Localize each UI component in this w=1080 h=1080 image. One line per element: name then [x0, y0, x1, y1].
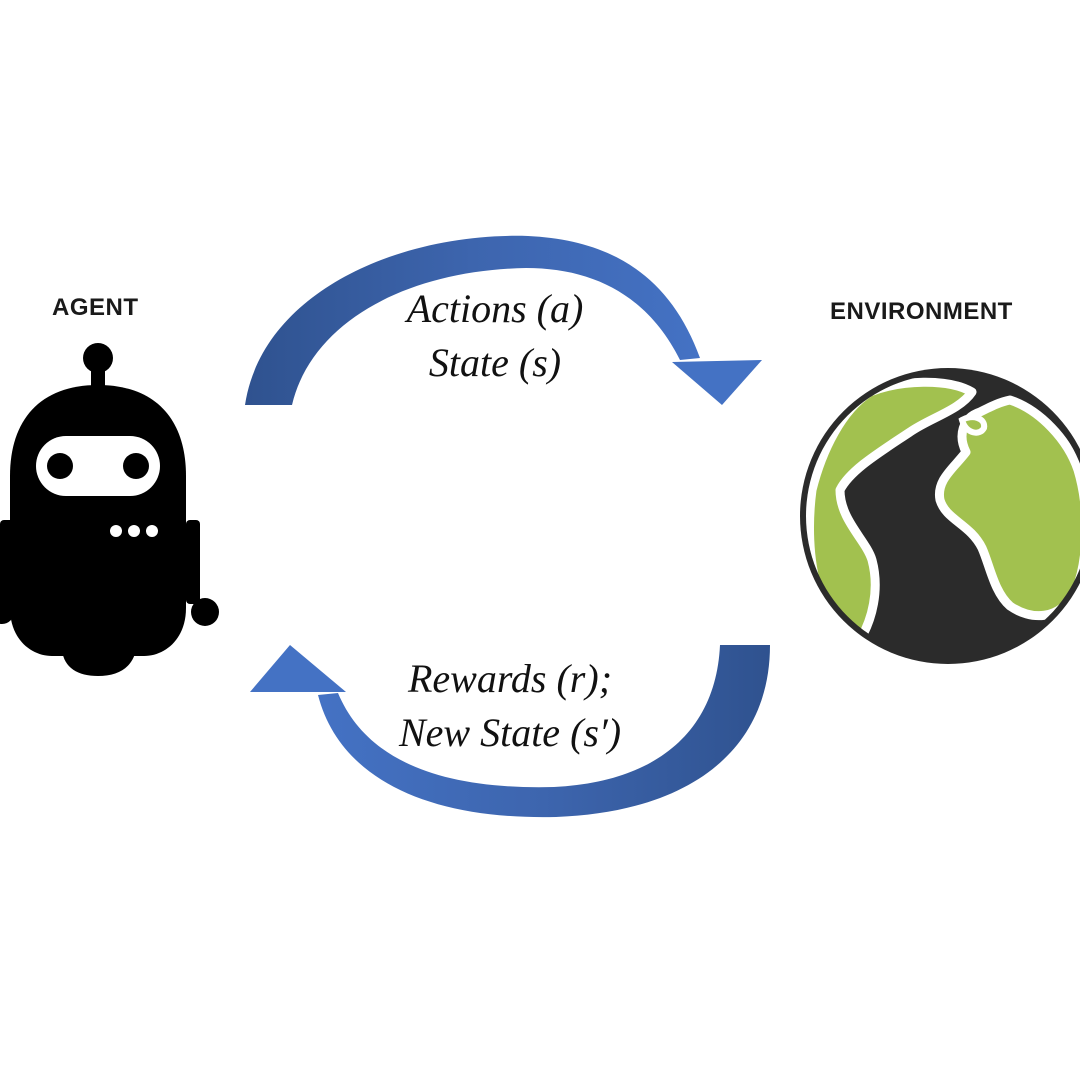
actions-arrow	[245, 235, 762, 405]
rewards-arrow-body	[318, 645, 770, 818]
rewards-text: Rewards (r);	[407, 656, 613, 701]
actions-text: Actions (a)	[406, 286, 584, 331]
actions-arrow-head	[672, 360, 762, 405]
globe-icon	[800, 368, 1080, 664]
state-text: State (s)	[428, 340, 562, 385]
agent-label: AGENT	[52, 294, 139, 321]
actions-state-text: Actions (a) State (s)	[330, 282, 660, 390]
rewards-newstate-text: Rewards (r); New State (s′)	[340, 652, 680, 760]
actions-arrow-body	[245, 235, 700, 405]
rewards-arrow	[250, 645, 770, 818]
rewards-arrow-head	[250, 645, 346, 692]
robot-icon	[0, 343, 219, 676]
new-state-text: New State (s′)	[398, 710, 622, 755]
environment-label: ENVIRONMENT	[830, 298, 1013, 325]
